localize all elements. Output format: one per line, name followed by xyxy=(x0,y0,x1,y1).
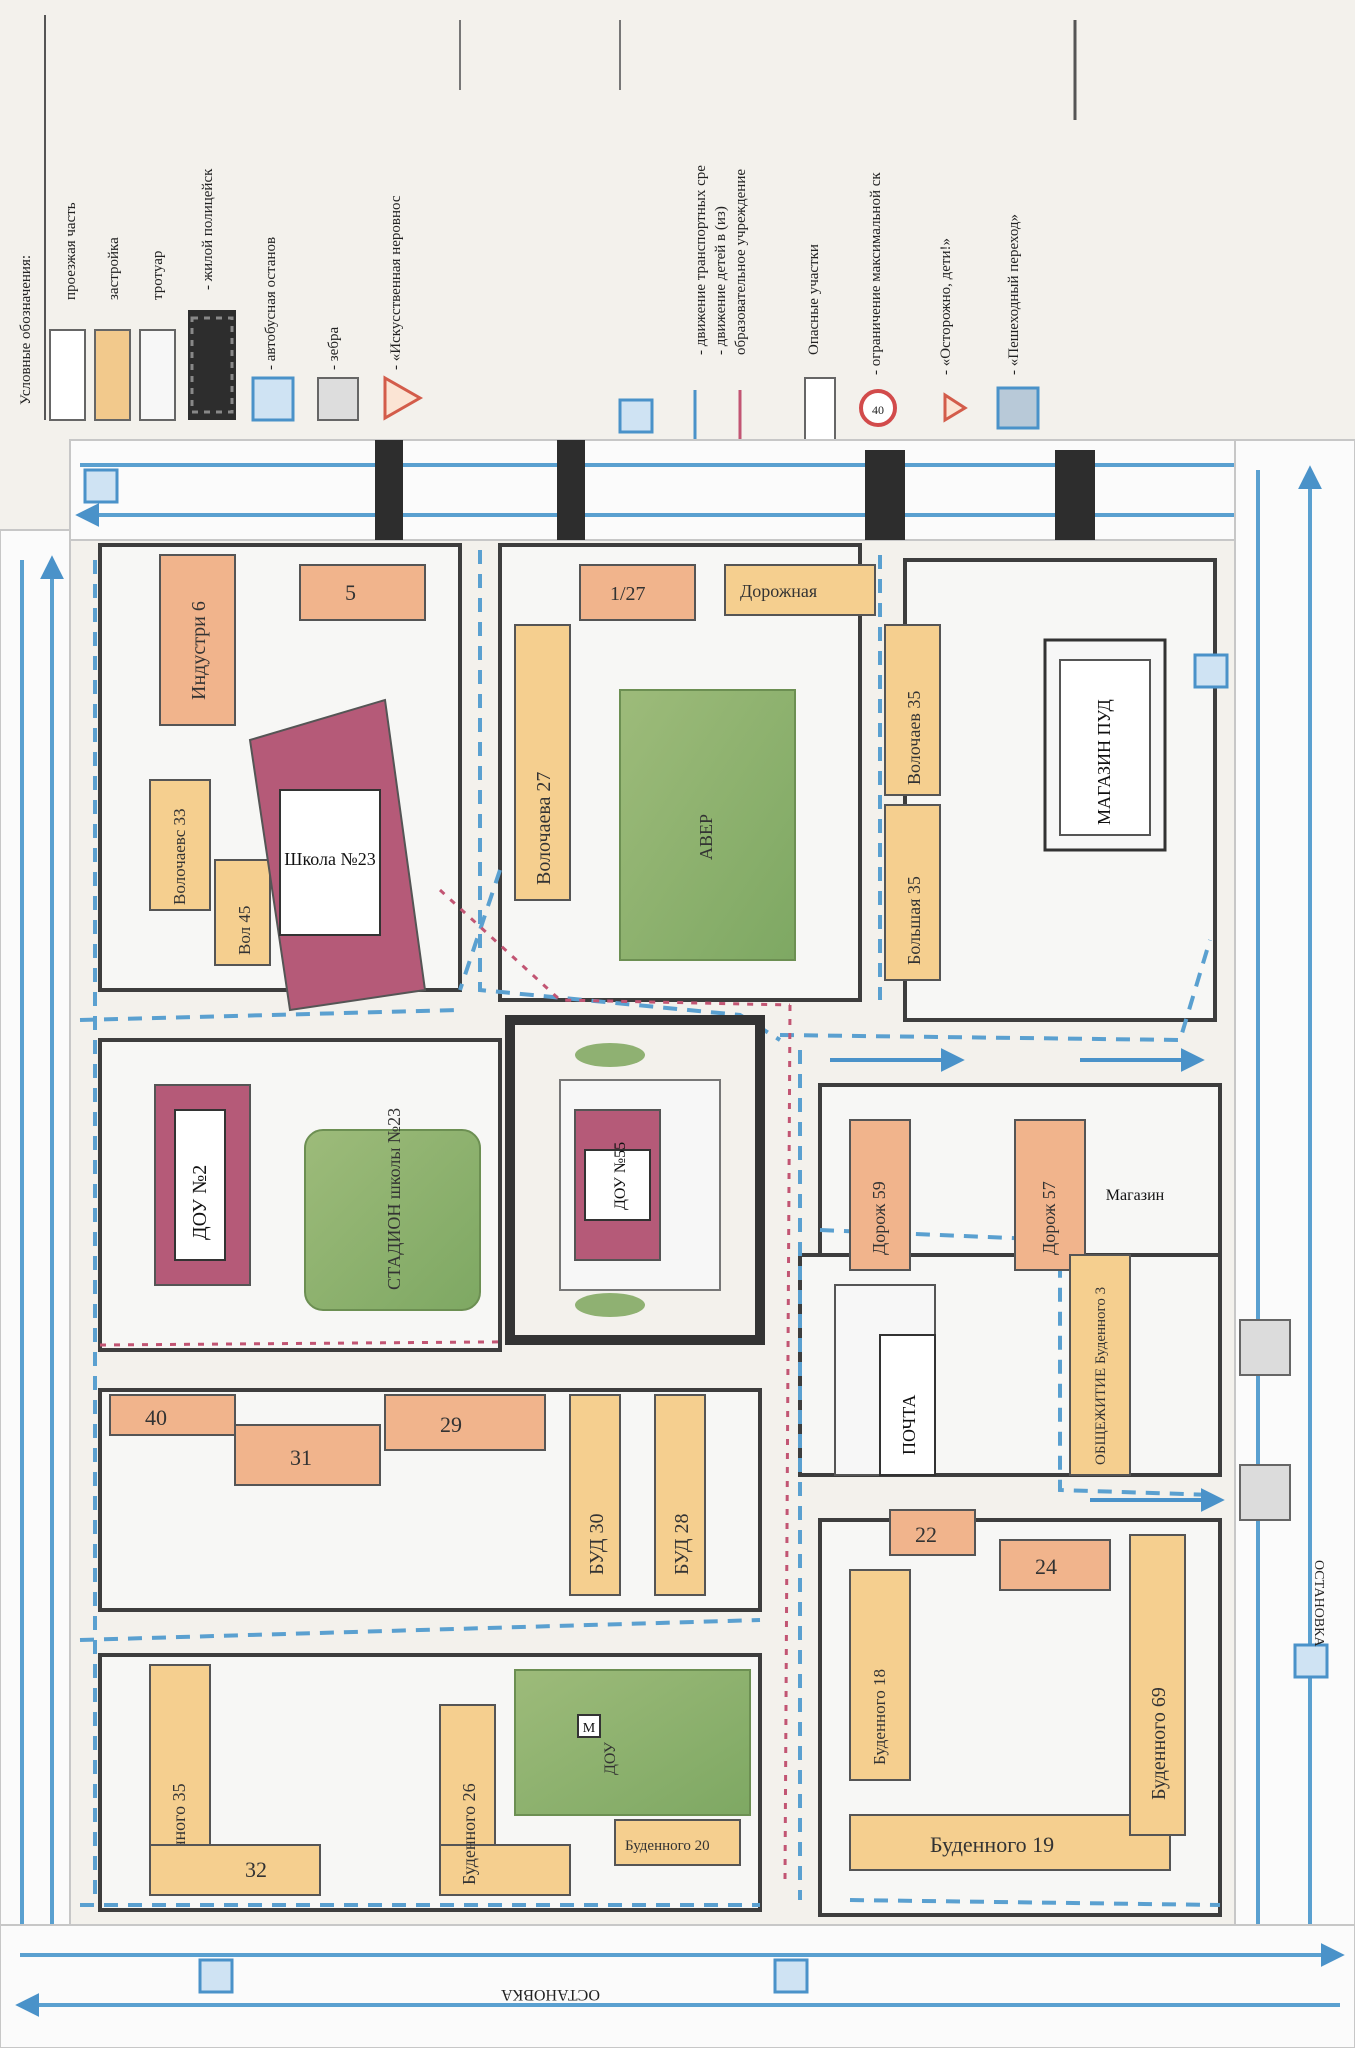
legend-label-pedestrian-crossing: - «Пешеходный переход» xyxy=(1006,214,1022,375)
dou-2-label: ДОУ №2 xyxy=(189,1165,211,1240)
svg-text:40: 40 xyxy=(872,403,884,417)
stop-label-right: ОСТАНОВКА xyxy=(1311,1560,1326,1647)
stadium: СТАДИОН школы №23 xyxy=(304,1108,481,1311)
building-5: 5 xyxy=(299,564,426,621)
svg-text:Буденного 19: Буденного 19 xyxy=(930,1832,1054,1857)
bus-stops xyxy=(83,398,1329,1994)
stadium-label: СТАДИОН школы №23 xyxy=(384,1108,404,1290)
post-office: ПОЧТА xyxy=(834,1284,936,1476)
svg-text:40: 40 xyxy=(145,1405,167,1430)
shop-small-label: Магазин xyxy=(1106,1187,1165,1204)
legend-label-zebra: - зебра xyxy=(326,327,342,370)
traffic-arrows xyxy=(830,1048,1225,1512)
svg-text:Волочаев 35: Волочаев 35 xyxy=(904,691,924,785)
svg-text:5: 5 xyxy=(345,580,356,605)
shop-pud: МАГАЗИН ПУД xyxy=(1043,638,1167,852)
road-labels: ОСТАНОВКА ОСТАНОВКА xyxy=(501,1560,1326,2003)
building-volochaeva27: Волочаева 27 xyxy=(514,624,571,901)
building-32: 32 xyxy=(245,1857,267,1882)
legend-label-danger-zone: Опасные участки xyxy=(806,244,822,355)
building-bud35: Буденного 35 xyxy=(149,1664,321,1896)
legend-label-children-sign: - «Осторожно, дети!» xyxy=(938,238,954,375)
legend-label-buildings: застройка xyxy=(106,237,122,300)
dou-2: ДОУ №2 xyxy=(154,1084,251,1286)
svg-text:Буденного 69: Буденного 69 xyxy=(1148,1687,1170,1800)
building-31: 31 xyxy=(234,1424,381,1486)
svg-text:Волочаева 27: Волочаева 27 xyxy=(533,772,555,885)
legend-label-edu-institution: образовательное учреждение xyxy=(733,169,749,355)
legend-label-railway: - жилой полицейск xyxy=(200,168,216,290)
avr-label: АВЕР xyxy=(696,814,716,860)
building-29: 29 xyxy=(384,1394,546,1451)
svg-text:Буденного 18: Буденного 18 xyxy=(870,1669,889,1765)
svg-text:Дорож 57: Дорож 57 xyxy=(1039,1181,1059,1255)
svg-text:32: 32 xyxy=(245,1857,267,1882)
building-24: 24 xyxy=(999,1539,1111,1591)
legend-title: Условные обозначения: xyxy=(18,255,34,405)
building-dor57: Дорож 57 xyxy=(1014,1119,1086,1271)
legend-label-artificial-crossing: - «Искусственная неровнос xyxy=(388,195,404,370)
post-label: ПОЧТА xyxy=(899,1395,919,1455)
building-dor59: Дорож 59 xyxy=(849,1119,911,1271)
svg-text:Большая 35: Большая 35 xyxy=(904,876,924,965)
svg-text:Буденного 26: Буденного 26 xyxy=(459,1783,479,1885)
svg-text:Вол 45: Вол 45 xyxy=(235,906,254,955)
svg-text:БУД 28: БУД 28 xyxy=(671,1513,693,1575)
building-bud69: Буденного 69 xyxy=(1129,1534,1186,1836)
svg-text:БУД 30: БУД 30 xyxy=(586,1513,608,1575)
school-label: Школа №23 xyxy=(284,849,375,869)
legend-label-children-movement: - движение детей в (из) xyxy=(713,206,729,355)
stop-label-bottom: ОСТАНОВКА xyxy=(501,1986,600,2003)
building-vol35: Волочаев 35 xyxy=(884,624,941,796)
building-40: 40 xyxy=(109,1394,236,1436)
svg-text:Буденного 20: Буденного 20 xyxy=(625,1838,710,1854)
building-bud18: Буденного 18 xyxy=(849,1569,911,1781)
svg-text:22: 22 xyxy=(915,1522,937,1547)
svg-text:Дорожная: Дорожная xyxy=(740,581,817,601)
legend-label-sidewalk: тротуар xyxy=(150,251,166,300)
map-area: Индустри 6 5 Волочаевс 33 Вол 45 Волочае… xyxy=(0,398,1355,2048)
dou-lower-mark: М xyxy=(583,1721,596,1736)
building-1-27: 1/27 xyxy=(579,564,696,621)
building-vol45: Вол 45 xyxy=(214,859,271,966)
legend-label-speed-limit: - ограничение максимальной ск xyxy=(868,172,884,375)
building-bud28: БУД 28 xyxy=(654,1394,706,1596)
dorm-label: ОБЩЕЖИТИЕ Буденного 3 xyxy=(1093,1287,1109,1465)
legend: Условные обозначения: проезжая часть зас… xyxy=(18,15,1077,459)
dou-55-label: ДОУ №55 xyxy=(612,1142,629,1210)
legend-swatches xyxy=(49,310,424,422)
building-bud20: Буденного 20 xyxy=(614,1819,741,1866)
building-dorozh: Дорожная xyxy=(724,564,876,616)
svg-text:Индустри 6: Индустри 6 xyxy=(188,601,210,700)
shop-pud-label: МАГАЗИН ПУД xyxy=(1094,699,1114,825)
legend-label-bus-stop: - автобусная останов xyxy=(263,237,279,370)
building-bud19: Буденного 19 xyxy=(849,1814,1171,1871)
shop-small: Магазин xyxy=(1106,1187,1165,1204)
dou-55: ДОУ №55 xyxy=(505,1015,765,1345)
zebra-crossings xyxy=(375,440,1291,1521)
building-bud30: БУД 30 xyxy=(569,1394,621,1596)
building-bud26: Буденного 26 xyxy=(439,1704,571,1896)
dou-lower: М ДОУ xyxy=(514,1669,751,1816)
school-23: Школа №23 xyxy=(248,698,427,1012)
building-bolsh35: Большая 35 xyxy=(884,804,941,981)
svg-text:24: 24 xyxy=(1035,1554,1057,1579)
svg-text:29: 29 xyxy=(440,1412,462,1437)
building-22: 22 xyxy=(889,1509,976,1556)
avr: АВЕР xyxy=(619,689,796,961)
svg-text:31: 31 xyxy=(290,1445,312,1470)
building-industr6: Индустри 6 xyxy=(159,554,236,726)
dou-lower-label: ДОУ xyxy=(602,1741,619,1775)
building-volochaevs33: Волочаевс 33 xyxy=(149,779,211,911)
svg-text:Волочаевс 33: Волочаевс 33 xyxy=(170,808,189,905)
svg-text:Дорож 59: Дорож 59 xyxy=(869,1181,889,1255)
dormitory: ОБЩЕЖИТИЕ Буденного 3 xyxy=(1069,1254,1131,1476)
svg-text:1/27: 1/27 xyxy=(610,583,646,605)
legend-label-vehicle-traffic: - движение транспортных сре xyxy=(693,165,709,355)
legend-label-carriageway: проезжая часть xyxy=(63,202,79,300)
